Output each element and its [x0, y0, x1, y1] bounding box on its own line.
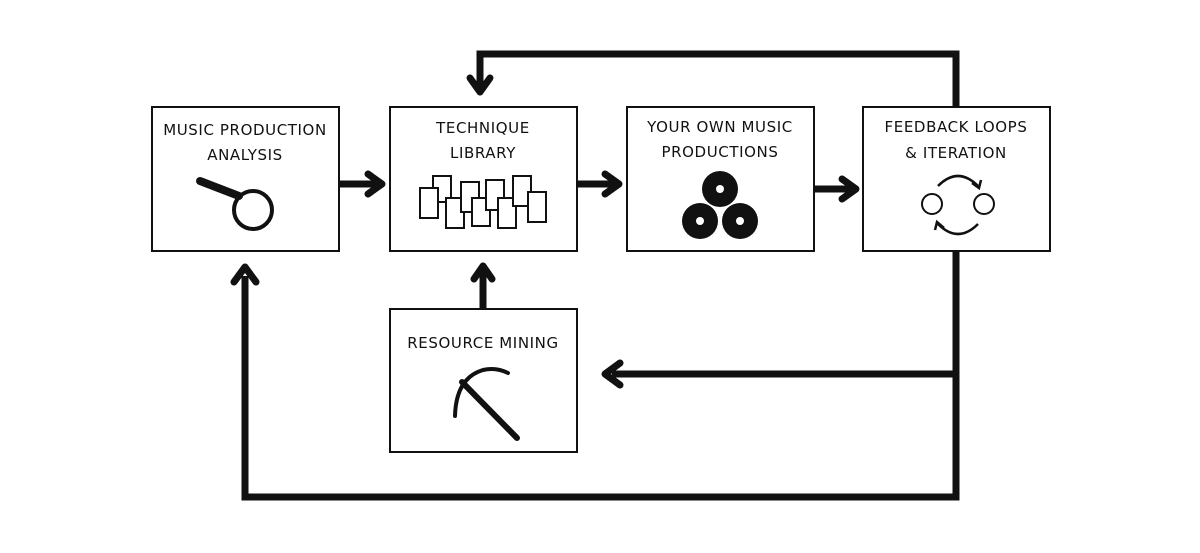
arrowhead-mining-to-technique	[470, 262, 496, 283]
node-music-production-analysis: MUSIC PRODUCTION ANALYSIS	[151, 106, 340, 252]
node-label-line2: LIBRARY	[450, 144, 516, 162]
arrowhead-technique-to-productions	[601, 170, 623, 198]
node-label-line2: & ITERATION	[905, 144, 1007, 162]
node-label-line2: ANALYSIS	[207, 146, 283, 164]
node-label-line1: TECHNIQUE	[435, 119, 530, 137]
edge-feedback-to-technique	[476, 50, 960, 108]
cycle-icon	[921, 174, 995, 236]
node-feedback-loops-iteration: FEEDBACK LOOPS & ITERATION	[862, 106, 1051, 252]
connectors	[230, 50, 960, 501]
records-icon	[682, 171, 758, 239]
cards-icon	[419, 175, 547, 229]
node-label-line2: PRODUCTIONS	[661, 143, 778, 161]
node-your-own-music-productions: YOUR OWN MUSIC PRODUCTIONS	[626, 106, 815, 252]
arrowhead-feedback-to-analysis	[230, 263, 260, 286]
node-technique-library: TECHNIQUE LIBRARY	[389, 106, 578, 252]
node-box	[389, 308, 578, 453]
magnifying-glass-icon	[196, 177, 274, 231]
node-label-line1: RESOURCE MINING	[407, 334, 558, 352]
arrowhead-feedback-to-mining	[601, 359, 624, 389]
arrowhead-analysis-to-technique	[364, 170, 386, 198]
pickaxe-icon	[453, 367, 520, 441]
node-label-line1: MUSIC PRODUCTION	[163, 121, 327, 139]
node-label-line1: FEEDBACK LOOPS	[885, 118, 1028, 136]
arrowhead-productions-to-feedback	[838, 175, 860, 203]
node-resource-mining: RESOURCE MINING	[389, 308, 578, 453]
arrowhead-feedback-to-technique	[466, 74, 494, 96]
node-box	[862, 106, 1051, 252]
node-label-line1: YOUR OWN MUSIC	[646, 118, 793, 136]
